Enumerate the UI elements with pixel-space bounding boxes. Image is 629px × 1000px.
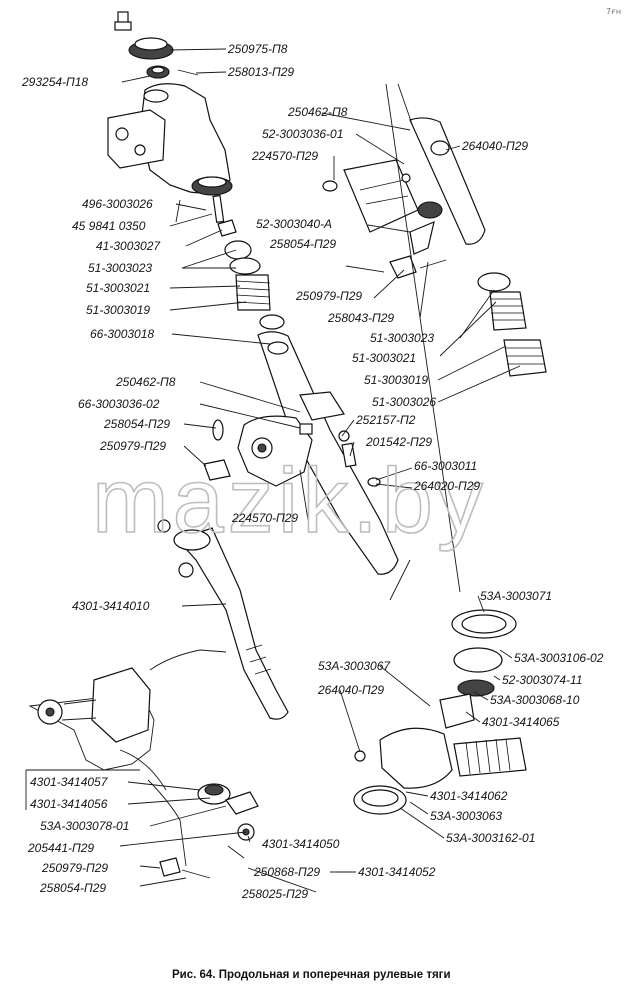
part-label: 258043-П29 [327, 311, 394, 325]
part-label: 250462-П8 [287, 105, 348, 119]
top-bolt [114, 11, 132, 31]
cross-link-rod [157, 519, 289, 720]
part-label: 258025-П29 [241, 887, 308, 901]
top-washer-stack [128, 37, 174, 79]
part-label: 224570-П29 [231, 511, 298, 525]
part-label: 250462-П8 [115, 375, 176, 389]
part-label: 66-3003036-02 [78, 397, 160, 411]
figure-caption: Рис. 64. Продольная и поперечная рулевые… [172, 969, 451, 981]
part-label: 496-3003026 [82, 197, 153, 211]
part-label: 4301-3414062 [430, 789, 508, 803]
part-label: 66-3003011 [414, 459, 477, 473]
lower-ball-joint [159, 783, 259, 879]
ball-stud-column [217, 219, 285, 330]
corner-mark: 7ғн [606, 7, 621, 16]
part-label: 250975-П8 [227, 42, 288, 56]
part-label: 53А-3003067 [318, 659, 391, 673]
part-label: 51-3003023 [88, 261, 152, 275]
part-label: 4301-3414052 [358, 865, 436, 879]
part-labels: 250975-П8 258013-П29 293254-П18 250462-П… [21, 42, 604, 901]
part-label: 250979-П29 [41, 861, 108, 875]
part-label: 52-3003040-А [256, 217, 332, 231]
part-label: 250979-П29 [295, 289, 362, 303]
part-label: 264040-П29 [461, 139, 528, 153]
part-label: 258054-П29 [39, 881, 106, 895]
part-label: 51-3003019 [86, 303, 150, 317]
part-label: 4301-3414065 [482, 715, 560, 729]
part-label: 53А-3003162-01 [446, 831, 535, 845]
part-label: 258013-П29 [227, 65, 294, 79]
part-label: 201542-П29 [365, 435, 432, 449]
bracket-plate [322, 159, 443, 279]
drag-link-tube [237, 331, 399, 575]
part-label: 4301-3414050 [262, 837, 340, 851]
part-label: 250868-П29 [253, 865, 320, 879]
part-label: 51-3003023 [370, 331, 434, 345]
knuckle-outline [28, 649, 227, 867]
leader-lines [25, 48, 521, 893]
part-label: 252157-П2 [355, 413, 416, 427]
part-label: 52-3003074-11 [502, 673, 583, 687]
watermark: mazik.by [92, 450, 487, 552]
part-label: 4301-3414056 [30, 797, 108, 811]
part-label: 4301-3414010 [72, 599, 150, 613]
part-label: 250979-П29 [99, 439, 166, 453]
part-label: 51-3003021 [86, 281, 150, 295]
part-label: 4301-3414057 [30, 775, 109, 789]
part-label: 205441-П29 [27, 841, 94, 855]
part-label: 264020-П29 [413, 479, 480, 493]
part-label: 53А-3003078-01 [40, 819, 129, 833]
part-label: 51-3003019 [364, 373, 428, 387]
part-label: 53А-3003068-10 [490, 693, 580, 707]
part-label: 51-3003026 [372, 395, 436, 409]
part-label: 53А-3003071 [480, 589, 552, 603]
pitman-arm-housing [107, 83, 233, 196]
part-label: 52-3003036-01 [262, 127, 343, 141]
part-label: 66-3003018 [90, 327, 154, 341]
part-label: 258054-П29 [269, 237, 336, 251]
part-label: 53А-3003106-02 [514, 651, 604, 665]
part-label: 53А-3003063 [430, 809, 502, 823]
part-label: 45 9841 0350 [72, 219, 146, 233]
tie-rod-end-assembly [353, 609, 527, 815]
part-label: 51-3003021 [352, 351, 416, 365]
part-label: 293254-П18 [21, 75, 88, 89]
part-label: 264040-П29 [317, 683, 384, 697]
part-label: 258054-П29 [103, 417, 170, 431]
part-label: 224570-П29 [251, 149, 318, 163]
part-label: 41-3003027 [96, 239, 161, 253]
right-end-tube [409, 117, 547, 377]
